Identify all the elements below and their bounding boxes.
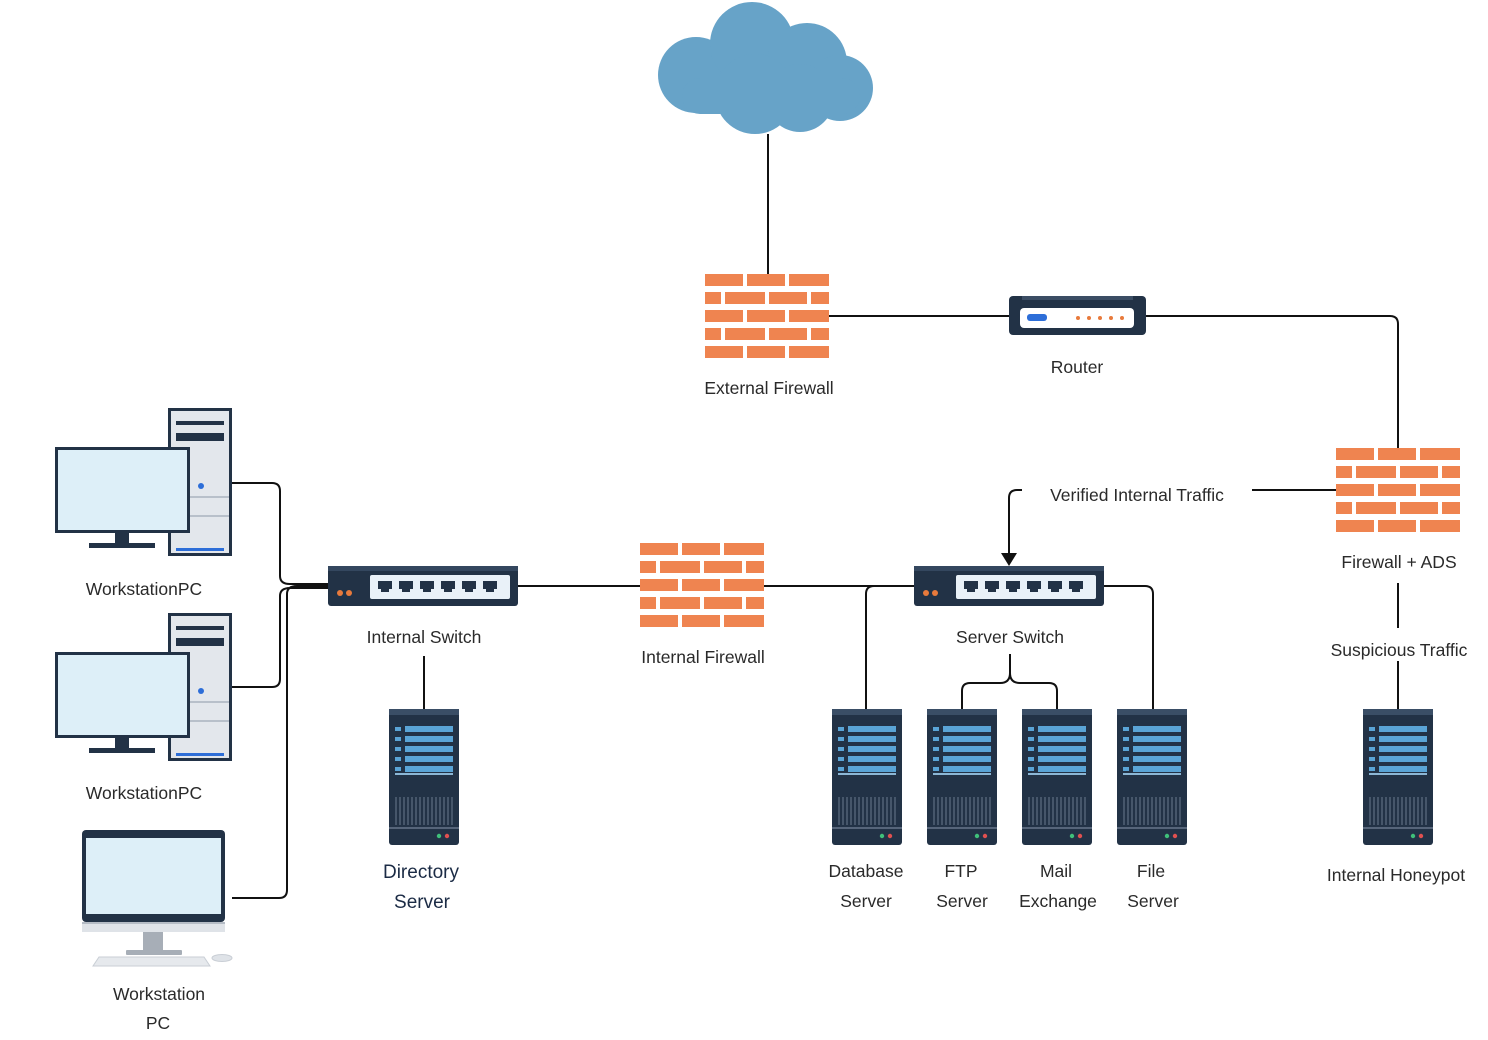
database-server-label-line2: Server	[840, 891, 892, 911]
desktop-tower-icon	[55, 613, 232, 761]
mail-exchange-label-line1: Mail	[1039, 861, 1073, 881]
directory-server-label-line1: Directory	[382, 862, 460, 883]
file-server-label-line1: File	[1136, 861, 1166, 881]
firewall-ads-icon	[1336, 448, 1460, 532]
connection-lines	[232, 134, 1399, 899]
workstation-pc-label: WorkstationPC	[85, 579, 203, 599]
suspicious-traffic-label: Suspicious Traffic	[1330, 640, 1468, 660]
workstation-pc-label-line2: PC	[145, 1013, 171, 1033]
workstation-pc-label: WorkstationPC	[85, 783, 203, 803]
directory-server-label-line2: Server	[394, 892, 450, 913]
server-switch-icon	[914, 566, 1104, 606]
internal-switch-icon	[328, 566, 518, 606]
server-switch-label: Server Switch	[956, 627, 1064, 647]
external-firewall-label: External Firewall	[704, 378, 834, 398]
desktop-tower-icon	[55, 408, 232, 556]
internal-switch-label: Internal Switch	[366, 627, 482, 647]
firewall-ads-label: Firewall + ADS	[1341, 552, 1457, 572]
file-server-icon	[1116, 708, 1188, 846]
router-label: Router	[1050, 357, 1104, 377]
ftp-server-label-line1: FTP	[944, 861, 978, 881]
mail-exchange-label-line2: Exchange	[1019, 891, 1097, 911]
verified-traffic-label: Verified Internal Traffic	[1050, 485, 1224, 505]
internal-honeypot-icon	[1362, 708, 1434, 846]
mail-exchange-icon	[1021, 708, 1093, 846]
arrow-head-icon	[1001, 553, 1017, 566]
internal-firewall-icon	[640, 543, 764, 627]
database-server-icon	[831, 708, 903, 846]
file-server-label-line2: Server	[1127, 891, 1179, 911]
database-server-label-line1: Database	[828, 861, 904, 881]
directory-server-icon	[388, 708, 460, 846]
internal-honeypot-label: Internal Honeypot	[1326, 865, 1466, 885]
external-firewall-icon	[705, 274, 829, 358]
workstation-pc-label-line1: Workstation	[112, 984, 206, 1004]
ftp-server-icon	[926, 708, 998, 846]
internal-firewall-label: Internal Firewall	[641, 647, 765, 667]
router-icon	[1009, 296, 1146, 335]
all-in-one-pc-icon	[82, 830, 233, 967]
cloud-icon	[658, 2, 873, 134]
ftp-server-label-line2: Server	[936, 891, 988, 911]
